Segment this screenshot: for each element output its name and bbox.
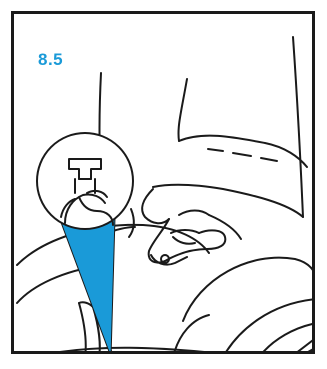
sleeve-dash-1 (208, 149, 223, 151)
cabinet-line-right (293, 37, 303, 217)
hand-outline (142, 189, 169, 223)
basin-bottom (33, 348, 233, 354)
magnifier-beam (59, 217, 115, 354)
arm-lower (153, 185, 303, 217)
hose (79, 303, 86, 354)
instruction-panel: 8.5 (11, 11, 315, 354)
sleeve-dash-2 (233, 153, 251, 156)
step-number: 8.5 (38, 50, 63, 70)
magnifier-detail (37, 133, 133, 229)
bowl-outline (183, 258, 315, 321)
arm-upper (179, 136, 307, 167)
